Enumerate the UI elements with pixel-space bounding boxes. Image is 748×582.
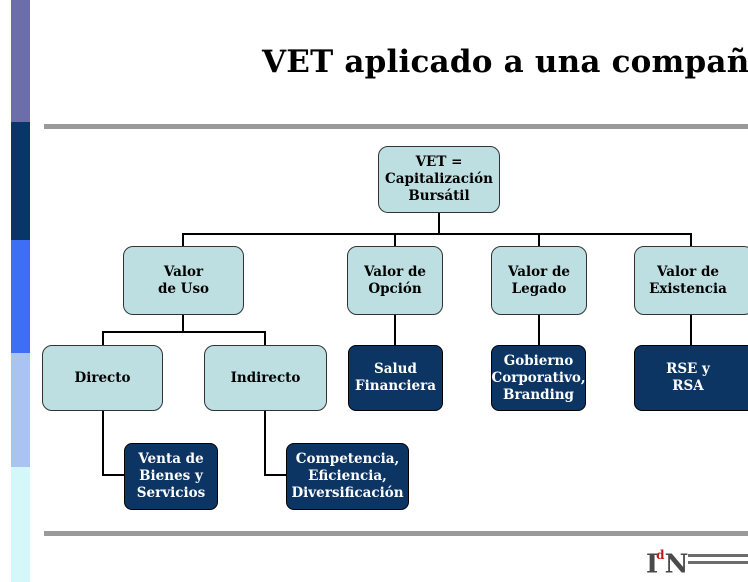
connector-legado-up	[538, 233, 540, 246]
outcome-rse-rsa-label: RSE y RSA	[666, 361, 710, 394]
idn-logo-line-2	[688, 561, 748, 564]
idn-logo-line-1	[688, 554, 748, 557]
outcome-competencia-eficiencia: Competencia, Eficiencia, Diversificación	[286, 443, 409, 510]
connector-level1-bar	[182, 233, 692, 235]
root-node-label: VET = Capitalización Bursátil	[385, 154, 493, 204]
side-strip-1	[11, 0, 30, 122]
connector-uso-down	[182, 315, 184, 332]
connector-level2-bar	[102, 331, 266, 333]
outcome-competencia-eficiencia-label: Competencia, Eficiencia, Diversificación	[291, 451, 404, 501]
connector-indirecto-elbow	[264, 474, 286, 476]
connector-root-down	[438, 213, 440, 234]
connector-opcion-up	[394, 233, 396, 246]
outcome-salud-financiera-label: Salud Financiera	[355, 361, 436, 394]
connector-legado-down	[538, 315, 540, 345]
connector-indirecto-down	[264, 411, 266, 476]
connector-indirecto-up	[264, 331, 266, 345]
connector-existencia-down	[690, 315, 692, 345]
outcome-salud-financiera: Salud Financiera	[348, 345, 443, 411]
connector-directo-up	[102, 331, 104, 345]
node-directo: Directo	[42, 345, 163, 411]
node-directo-label: Directo	[74, 369, 131, 386]
node-valor-de-existencia: Valor de Existencia	[634, 246, 748, 315]
side-strip-3	[11, 240, 30, 353]
idn-logo: IdN	[646, 546, 748, 578]
outcome-venta-bienes-servicios: Venta de Bienes y Servicios	[124, 443, 218, 510]
node-valor-de-opcion: Valor de Opción	[347, 246, 443, 315]
slide-title: VET aplicado a una compañía	[262, 44, 748, 80]
idn-logo-mark: IdN	[646, 548, 688, 580]
node-indirecto: Indirecto	[204, 345, 327, 411]
side-strip-4	[11, 353, 30, 467]
node-valor-de-uso-label: Valor de Uso	[157, 263, 210, 297]
outcome-gobierno-corporativo-label: Gobierno Corporativo, Branding	[491, 352, 586, 403]
outcome-gobierno-corporativo: Gobierno Corporativo, Branding	[491, 345, 586, 411]
node-valor-de-existencia-label: Valor de Existencia	[649, 263, 727, 297]
connector-directo-elbow	[102, 474, 124, 476]
connector-opcion-down	[394, 315, 396, 345]
root-node: VET = Capitalización Bursátil	[378, 146, 500, 213]
node-valor-de-legado: Valor de Legado	[491, 246, 587, 315]
side-strip-5	[11, 467, 30, 582]
bottom-divider	[44, 531, 748, 536]
outcome-venta-bienes-servicios-label: Venta de Bienes y Servicios	[136, 451, 206, 501]
connector-existencia-up	[690, 233, 692, 246]
node-valor-de-legado-label: Valor de Legado	[508, 263, 570, 297]
connector-directo-down	[102, 411, 104, 476]
top-divider	[44, 124, 748, 129]
node-indirecto-label: Indirecto	[230, 369, 301, 386]
connector-uso-up	[182, 233, 184, 246]
side-strip-2	[11, 122, 30, 240]
outcome-rse-rsa: RSE y RSA	[634, 345, 748, 411]
node-valor-de-opcion-label: Valor de Opción	[364, 263, 426, 297]
node-valor-de-uso: Valor de Uso	[123, 246, 244, 315]
